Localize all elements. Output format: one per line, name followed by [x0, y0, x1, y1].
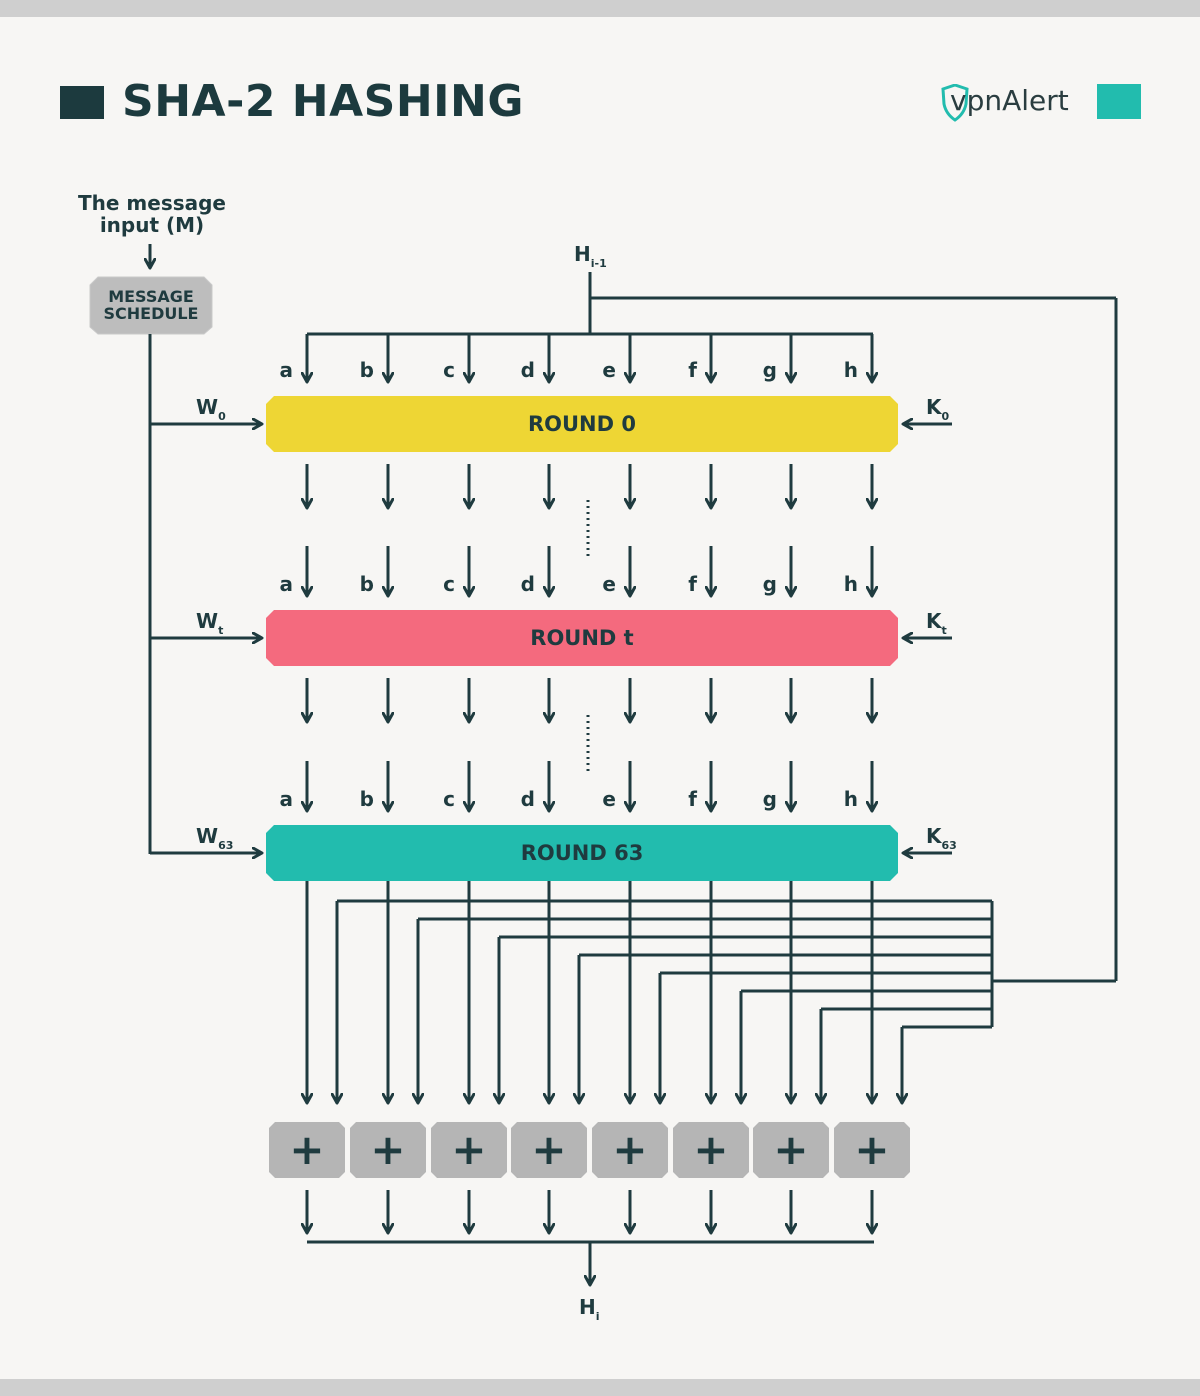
register-label-f: f: [688, 787, 697, 811]
message-schedule-box: [89, 276, 213, 335]
adder-plus-icon: +: [289, 1125, 324, 1174]
register-label-a: a: [280, 787, 294, 811]
adder-plus-icon: +: [370, 1125, 405, 1174]
adder-box: [753, 1122, 829, 1178]
adder-plus-icon: +: [854, 1125, 889, 1174]
register-label-a: a: [280, 572, 294, 596]
register-label-h: h: [844, 787, 858, 811]
adder-box: [431, 1122, 507, 1178]
adder-plus-icon: +: [693, 1125, 728, 1174]
adder-plus-icon: +: [773, 1125, 808, 1174]
w-input-label: W63: [196, 824, 233, 852]
w-input-label: W0: [196, 395, 226, 423]
adder-plus-icon: +: [612, 1125, 647, 1174]
logo-accent-square: [1097, 84, 1141, 119]
adder-box: [673, 1122, 749, 1178]
register-label-f: f: [688, 358, 697, 382]
message-input-label: The message: [78, 191, 226, 215]
register-label-c: c: [443, 572, 455, 596]
register-label-h: h: [844, 572, 858, 596]
h-output-label: Hi: [579, 1295, 600, 1323]
round-box: [266, 396, 898, 452]
register-label-e: e: [602, 358, 616, 382]
w-input-label: Wt: [196, 609, 223, 637]
register-label-c: c: [443, 358, 455, 382]
register-label-a: a: [280, 358, 294, 382]
round-box: [266, 825, 898, 881]
register-label-g: g: [763, 787, 777, 811]
k-input-label: Kt: [926, 609, 947, 637]
bottom-border: [0, 1379, 1200, 1396]
register-label-e: e: [602, 572, 616, 596]
round-label: ROUND 0: [528, 412, 636, 436]
round-box: [266, 610, 898, 666]
register-label-f: f: [688, 572, 697, 596]
register-label-g: g: [763, 358, 777, 382]
register-label-b: b: [360, 358, 374, 382]
message-schedule-label: MESSAGE: [108, 287, 194, 306]
adder-box: [269, 1122, 345, 1178]
register-label-b: b: [360, 787, 374, 811]
round-label: ROUND t: [530, 626, 633, 650]
message-input-label-2: input (M): [100, 213, 204, 237]
register-label-b: b: [360, 572, 374, 596]
register-label-d: d: [521, 787, 535, 811]
register-label-d: d: [521, 572, 535, 596]
k-input-label: K0: [926, 395, 950, 423]
register-label-d: d: [521, 358, 535, 382]
top-border: [0, 0, 1200, 17]
register-label-g: g: [763, 572, 777, 596]
adder-plus-icon: +: [531, 1125, 566, 1174]
register-label-h: h: [844, 358, 858, 382]
shield-icon: [941, 84, 969, 122]
title-marker: [60, 86, 104, 119]
page-title: SHA-2 HASHING: [122, 76, 524, 127]
k-input-label: K63: [926, 824, 957, 852]
register-label-e: e: [602, 787, 616, 811]
adder-box: [592, 1122, 668, 1178]
message-schedule-label-2: SCHEDULE: [104, 304, 199, 323]
logo-text: vpnAlert: [950, 84, 1069, 117]
round-label: ROUND 63: [521, 841, 644, 865]
adder-plus-icon: +: [451, 1125, 486, 1174]
adder-box: [350, 1122, 426, 1178]
register-label-c: c: [443, 787, 455, 811]
h-input-label: Hi-1: [574, 242, 607, 270]
adder-box: [834, 1122, 910, 1178]
adder-box: [511, 1122, 587, 1178]
